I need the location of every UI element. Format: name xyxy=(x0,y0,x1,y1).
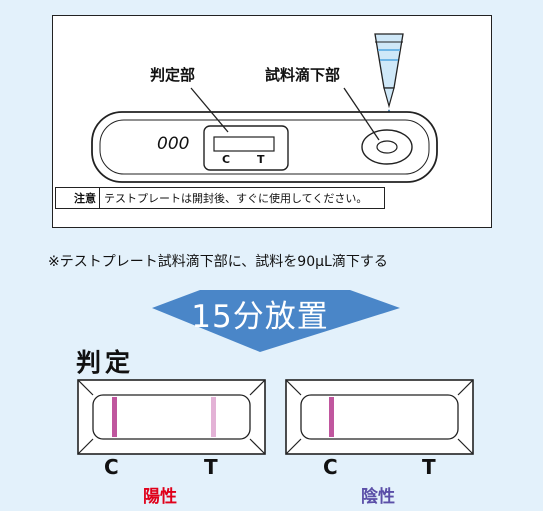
sample-drop-area-label: 試料滴下部 xyxy=(265,66,341,84)
plate-t-label: T xyxy=(257,153,265,166)
positive-t-label: T xyxy=(204,455,218,479)
negative-t-label: T xyxy=(422,455,436,479)
plate-c-label: C xyxy=(222,153,231,166)
caution-tag-text: 注意 xyxy=(74,192,96,205)
test-plate xyxy=(91,111,438,183)
c-line-positive xyxy=(112,397,117,437)
down-arrow-icon xyxy=(152,290,400,352)
result-plate-negative xyxy=(285,379,474,455)
leader-line xyxy=(343,87,380,141)
result-plate-positive xyxy=(77,379,266,455)
caution-message: テストプレートは開封後、すぐに使用してください。 xyxy=(104,192,368,205)
c-line-negative xyxy=(329,397,334,437)
result-positive-label: 陽性 xyxy=(143,487,177,507)
instruction-note: ※テストプレート試料滴下部に、試料を90μL滴下する xyxy=(48,254,388,270)
negative-c-label: C xyxy=(323,455,338,479)
t-line-positive xyxy=(211,397,216,437)
result-negative-label: 陰性 xyxy=(361,487,395,507)
leader-line xyxy=(190,87,229,133)
positive-c-label: C xyxy=(104,455,119,479)
pipette-icon xyxy=(374,33,404,109)
judgement-title: 判定 xyxy=(76,348,135,377)
caution-tag: 注意 xyxy=(56,188,100,208)
judgement-area-label: 判定部 xyxy=(150,66,196,84)
plate-code: 000 xyxy=(157,134,190,154)
arrow-label: 15分放置 xyxy=(191,299,329,335)
caution-box: 注意 テストプレートは開封後、すぐに使用してください。 xyxy=(55,187,385,209)
